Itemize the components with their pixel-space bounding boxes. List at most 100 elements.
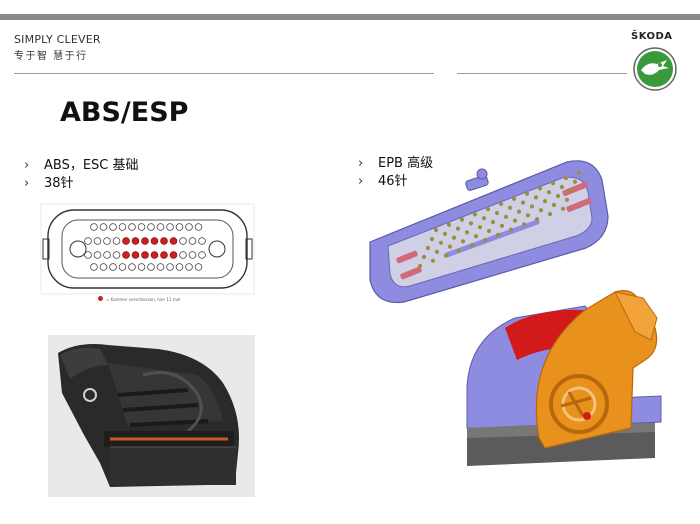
pin [494,210,500,216]
closed-pin [150,251,159,259]
pin-grid [84,223,206,271]
purple-connector-46-pin [369,160,609,304]
pin [469,243,475,248]
chevron-right-icon: › [358,174,364,189]
pin [194,263,203,271]
epb-connector-illustration [466,290,662,466]
pin [99,263,108,271]
list-item: ›46针 [358,174,408,189]
pin [166,263,174,271]
pin [477,225,483,230]
pin [490,219,496,225]
pin [175,263,184,271]
header-divider-right [457,73,627,74]
connector-caption: = Kammer verschlossen, hier 11 mal [106,297,181,302]
right-bullet-list: ›EPB 高级 ›46针 [358,155,433,191]
pin [482,237,488,243]
pin [128,263,136,271]
pin [179,251,187,259]
pin [99,223,108,231]
closed-pin [169,237,178,245]
closed-pin [122,251,130,259]
left-bullet-list: ›ABS，ESC 基础 ›38针 [24,157,139,193]
pin [464,230,470,235]
pin [495,232,501,237]
pin [542,199,548,204]
pin [455,226,461,231]
pin [93,251,102,259]
pin [109,223,117,231]
pin [511,196,517,201]
pin [84,251,92,259]
pin [93,237,102,245]
closed-pin [131,251,140,259]
pin [508,227,514,232]
pin [442,231,448,236]
pin [438,240,444,245]
pin [498,201,504,207]
list-item: ›ABS，ESC 基础 [24,158,139,173]
pin [429,236,435,242]
connector-38-pin-diagram [40,203,255,295]
pin [459,217,465,222]
skoda-wordmark: ŠKODA [631,31,673,42]
pin [90,263,98,271]
pin [520,200,526,205]
closed-pin [150,237,159,245]
pin [451,235,457,240]
pin [194,223,203,231]
pin [550,181,556,186]
pin [430,258,436,263]
pin [563,175,569,181]
pin [137,263,146,271]
pin [188,251,197,259]
pin [147,223,155,231]
closed-pin [141,237,149,245]
pin [443,253,449,258]
pin [460,239,466,244]
legend-red-dot [98,296,103,301]
pin [166,223,174,231]
chevron-right-icon: › [24,158,30,173]
closed-pin [122,237,130,245]
pin [118,223,127,231]
pin [555,193,561,199]
pin [112,251,121,259]
pin [572,179,578,184]
pin [118,263,127,271]
closed-pin [160,237,168,245]
pin [109,263,117,271]
pin [560,206,566,211]
pin [421,254,427,260]
pin [537,186,543,191]
pin [447,244,453,249]
pin [137,223,146,231]
pin [147,263,155,271]
pin [576,170,582,175]
chevron-right-icon: › [24,176,30,191]
pin [468,221,474,226]
pin [524,191,530,196]
pin [188,237,197,245]
closed-pin [160,251,168,259]
pin [533,195,539,200]
pin [156,223,165,231]
pin [503,214,509,219]
closed-pin [131,237,140,245]
purple-pin-grid [417,170,582,269]
closed-pin [141,251,149,259]
pin [564,197,570,202]
chevron-right-icon: › [358,156,364,171]
pin [534,217,540,222]
pin [185,223,193,231]
pin [551,202,557,208]
brand-tagline-en: SIMPLY CLEVER [14,33,101,46]
pin [516,209,522,214]
brand-tagline-cn: 专于智 慧于行 [14,51,88,62]
black-connector-photo [48,335,255,497]
top-bar [0,14,700,20]
skoda-winged-arrow-icon [633,47,677,91]
pin [568,188,574,193]
pin [179,237,187,245]
pin [90,223,98,231]
